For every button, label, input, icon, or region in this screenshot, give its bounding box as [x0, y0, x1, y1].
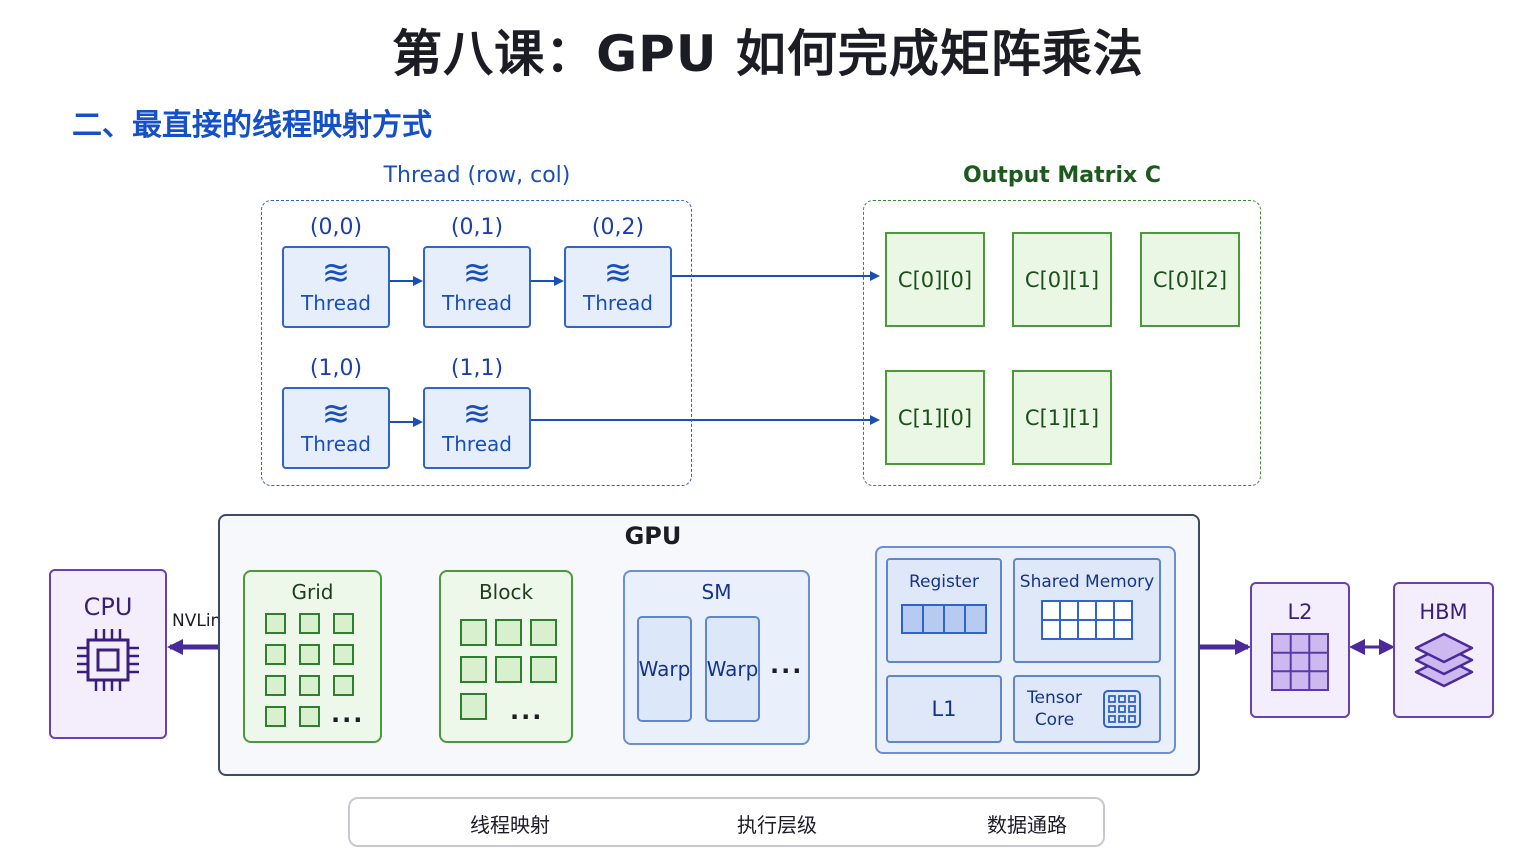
register-box: Register: [886, 558, 1002, 663]
block-cell: [495, 656, 522, 683]
c-cell-0-0: C[0][0]: [885, 232, 985, 327]
l2-grid-icon: [1271, 633, 1329, 691]
legend-data-path: 数据通路: [987, 813, 1067, 837]
hbm-label: HBM: [1419, 600, 1468, 624]
tensor-core-label: Tensor Core: [1027, 687, 1082, 731]
grid-cell: [265, 613, 286, 634]
grid-cell: [333, 675, 354, 696]
thread-wave-icon: ≋: [321, 394, 351, 434]
thread-box-1-0: ≋ Thread: [282, 387, 390, 469]
hbm-stack-icon: [1414, 632, 1473, 688]
sm-ellipsis: ...: [770, 651, 804, 679]
thread-box-0-0: ≋ Thread: [282, 246, 390, 328]
thread-wave-icon: ≋: [603, 253, 633, 293]
grid-cell: [333, 644, 354, 665]
block-cell: [530, 656, 557, 683]
thread-label: Thread: [301, 291, 371, 315]
legend: [348, 797, 1105, 847]
thread-panel: [261, 200, 692, 486]
shared-memory-label: Shared Memory: [1019, 572, 1155, 592]
thread-label: Thread: [442, 291, 512, 315]
cpu-label: CPU: [83, 593, 133, 621]
nvlink-label: NVLink: [172, 611, 232, 631]
gpu-title: GPU: [624, 522, 682, 550]
block-cell: [530, 619, 557, 646]
grid-cell: [299, 613, 320, 634]
thread-wave-icon: ≋: [321, 253, 351, 293]
cpu-box: CPU: [49, 569, 167, 739]
warp-box: Warp: [705, 616, 760, 722]
grid-cell: [299, 675, 320, 696]
thread-label: Thread: [583, 291, 653, 315]
warp-box: Warp: [637, 616, 692, 722]
output-panel-label: Output Matrix C: [962, 163, 1162, 188]
thread-coord-0-1: (0,1): [450, 215, 504, 240]
register-label: Register: [909, 572, 979, 592]
c-cell-0-2: C[0][2]: [1140, 232, 1240, 327]
grid-cell: [265, 644, 286, 665]
block-label: Block: [478, 580, 534, 604]
hbm-box: HBM: [1393, 582, 1494, 718]
thread-panel-label: Thread (row, col): [383, 163, 571, 188]
grid-cell: [299, 644, 320, 665]
grid-cell: [333, 613, 354, 634]
l2-box: L2: [1250, 582, 1350, 718]
shared-memory-box: Shared Memory: [1013, 558, 1161, 663]
section-subtitle: 二、最直接的线程映射方式: [72, 108, 432, 143]
grid-label: Grid: [291, 580, 334, 604]
thread-label: Thread: [442, 432, 512, 456]
cpu-chip-icon: [77, 629, 139, 691]
l2-label: L2: [1287, 600, 1313, 624]
c-cell-0-1: C[0][1]: [1012, 232, 1112, 327]
grid-cell: [265, 706, 286, 727]
thread-label: Thread: [301, 432, 371, 456]
tensor-core-box: Tensor Core: [1013, 675, 1161, 743]
sm-label: SM: [701, 580, 732, 604]
block-cell: [460, 656, 487, 683]
output-panel: [863, 200, 1261, 486]
thread-wave-icon: ≋: [462, 253, 492, 293]
thread-coord-1-1: (1,1): [450, 356, 504, 381]
grid-ellipsis: ...: [331, 700, 365, 728]
legend-thread-mapping: 线程映射: [470, 813, 550, 837]
grid-cell: [265, 675, 286, 696]
thread-coord-1-0: (1,0): [309, 356, 363, 381]
register-cells: [901, 604, 987, 634]
legend-execution-hierarchy: 执行层级: [737, 813, 817, 837]
block-ellipsis: ...: [510, 697, 544, 725]
block-cell: [495, 619, 522, 646]
l1-box: L1: [886, 675, 1002, 743]
thread-coord-0-0: (0,0): [309, 215, 363, 240]
block-cell: [460, 693, 487, 720]
block-cell: [460, 619, 487, 646]
thread-box-0-2: ≋ Thread: [564, 246, 672, 328]
tensor-core-line-2: Core: [1034, 710, 1075, 730]
thread-coord-0-2: (0,2): [591, 215, 645, 240]
tensor-core-icon: [1103, 690, 1141, 728]
tensor-core-line-1: Tensor: [1027, 688, 1082, 708]
shared-memory-cells: [1041, 600, 1133, 640]
grid-cell: [299, 706, 320, 727]
page-title: 第八课：GPU 如何完成矩阵乘法: [392, 25, 1144, 83]
thread-box-0-1: ≋ Thread: [423, 246, 531, 328]
c-cell-1-0: C[1][0]: [885, 370, 985, 465]
c-cell-1-1: C[1][1]: [1012, 370, 1112, 465]
thread-box-1-1: ≋ Thread: [423, 387, 531, 469]
thread-wave-icon: ≋: [462, 394, 492, 434]
